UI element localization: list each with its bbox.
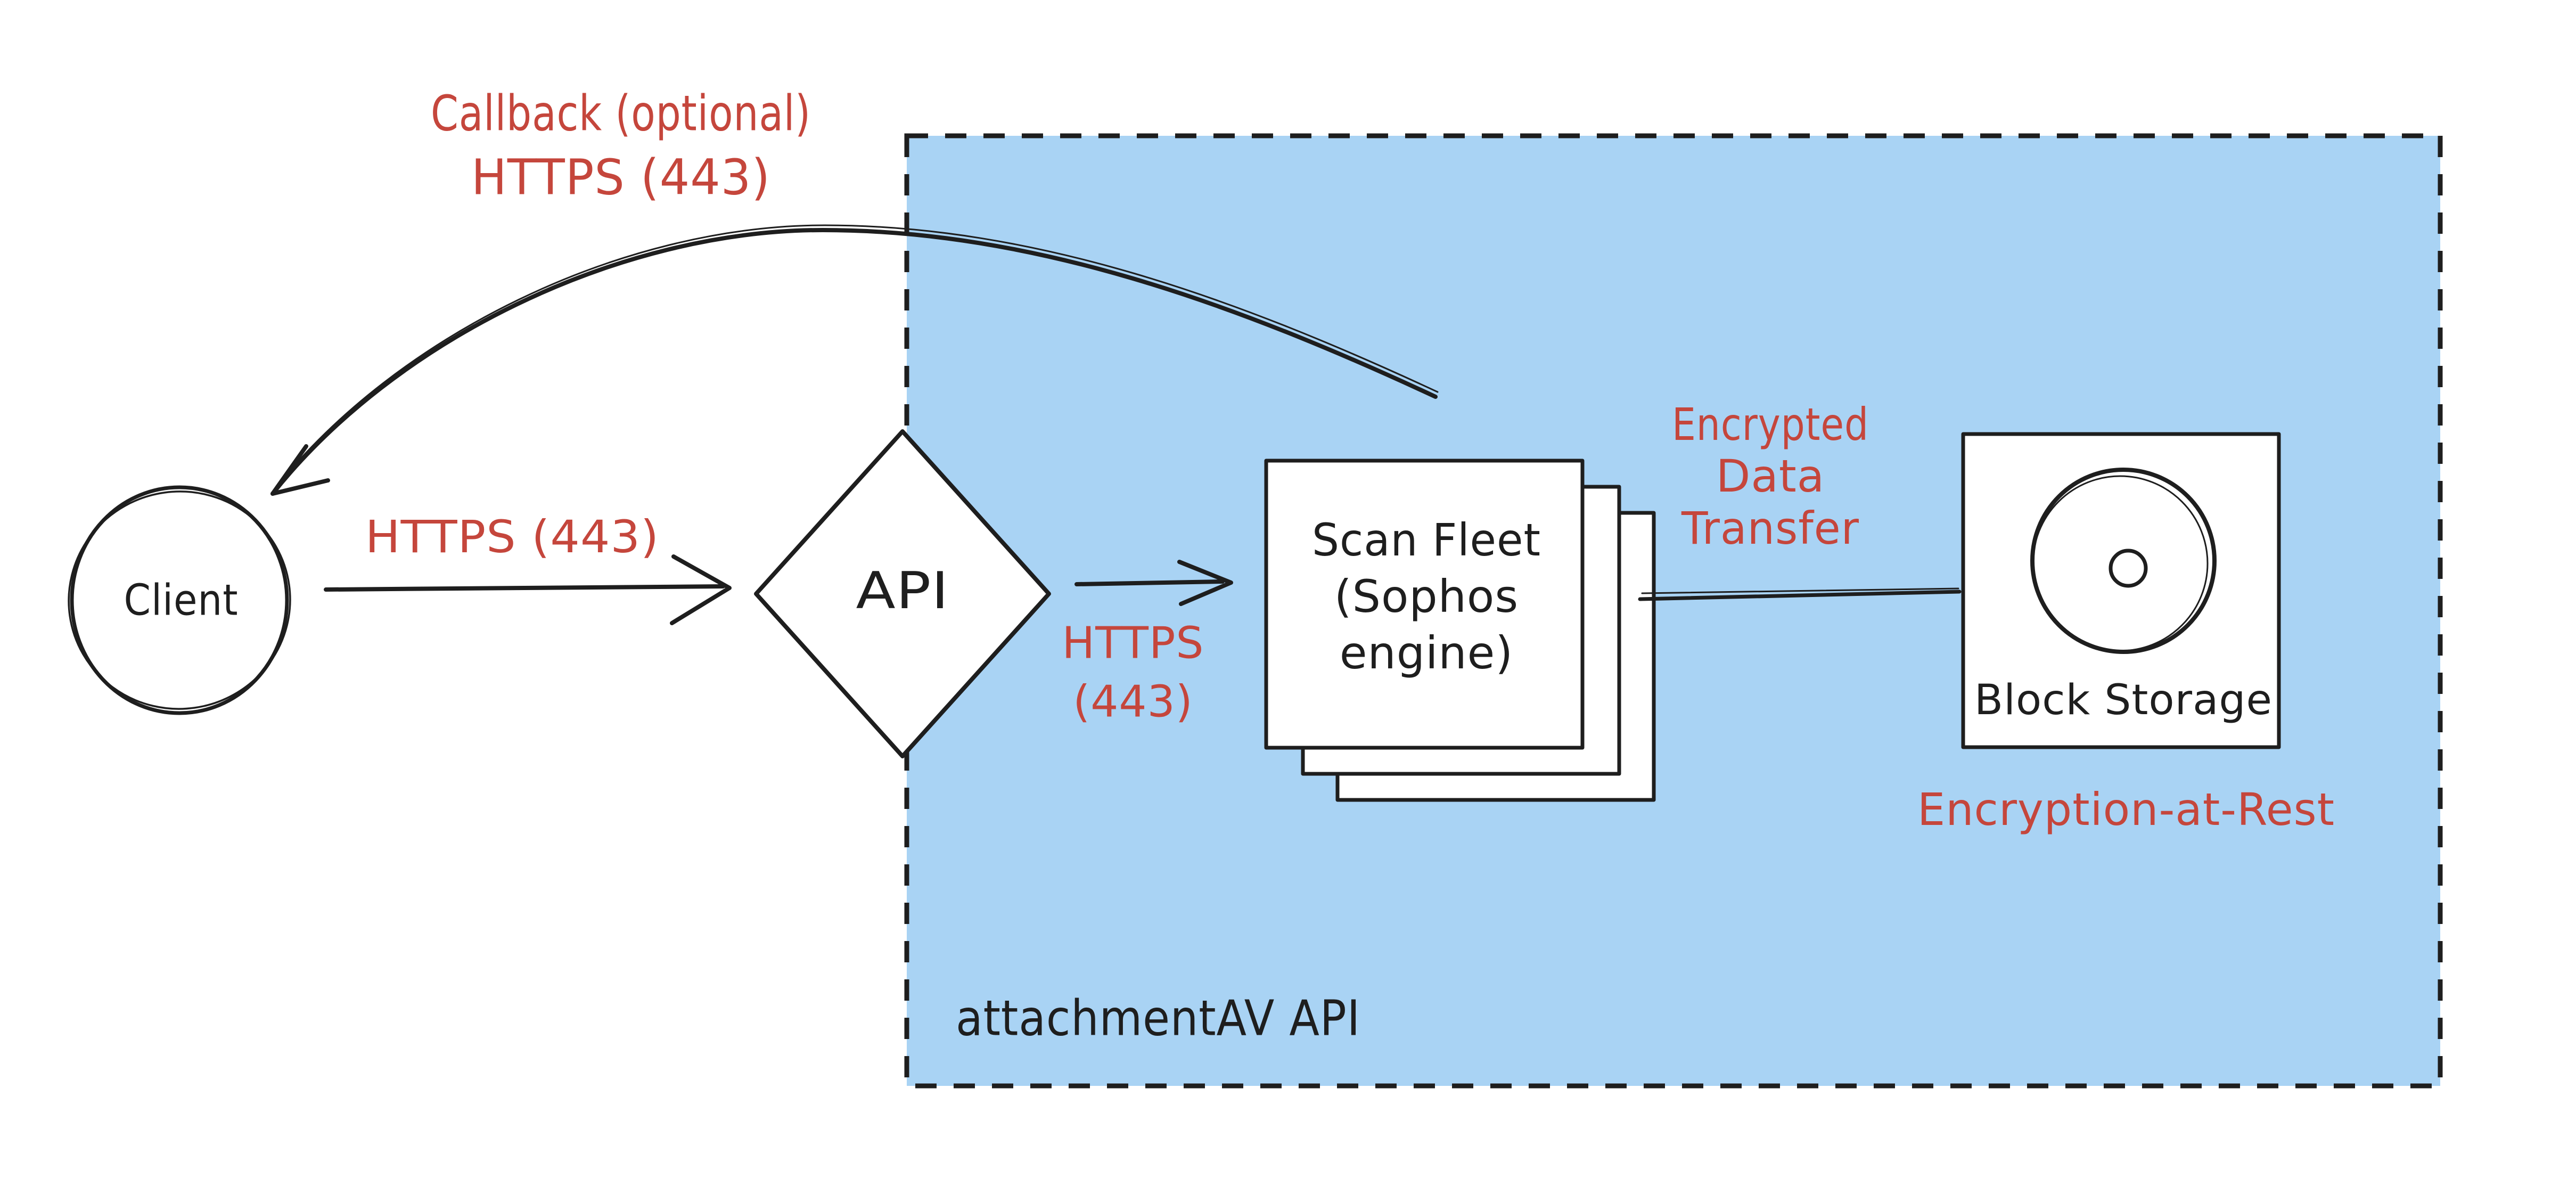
client-node: Client <box>68 485 291 715</box>
callback-curve <box>270 228 1438 496</box>
block-storage-node: Block Storage <box>1961 432 2281 749</box>
edge-client-to-api: HTTPS (443) <box>324 511 732 625</box>
api-label: API <box>856 562 949 620</box>
client-label: Client <box>124 576 239 625</box>
edge-scan-fleet-to-block-storage: Encrypted Data Transfer <box>1638 398 1962 601</box>
block-storage-label: Block Storage <box>1974 676 2273 724</box>
client-api-edge-label: HTTPS (443) <box>365 511 659 563</box>
scan-fleet-label-line3: engine) <box>1340 627 1513 679</box>
api-fleet-arrow-shaft <box>1074 579 1225 586</box>
edge-callback: Callback (optional) HTTPS (443) <box>270 85 1439 496</box>
client-circle <box>70 485 289 715</box>
disk-outer-circle-sketch-stroke <box>2032 475 2209 652</box>
api-fleet-arrowhead <box>1177 560 1233 606</box>
api-node: API <box>754 429 1051 758</box>
client-api-arrowhead <box>670 554 732 625</box>
scan-fleet-label-line2: (Sophos <box>1334 570 1519 623</box>
callback-edge-label-line1: Callback (optional) <box>431 85 811 142</box>
fleet-storage-line-sketch-stroke <box>1641 587 1959 594</box>
disk-inner-circle <box>2109 549 2148 588</box>
client-circle-sketch-stroke <box>68 490 291 710</box>
fleet-storage-line <box>1638 590 1962 601</box>
block-storage-box <box>1961 432 2281 749</box>
fleet-storage-edge-label-line2: Data <box>1716 450 1825 502</box>
disk-icon <box>2030 468 2217 654</box>
client-api-arrow-shaft <box>324 584 725 592</box>
callback-arrowhead <box>270 444 330 496</box>
api-fleet-edge-label-line2: (443) <box>1073 677 1193 727</box>
scan-fleet-node: Scan Fleet (Sophos engine) <box>1264 459 1656 802</box>
callback-curve-sketch-stroke <box>274 224 1439 490</box>
trust-boundary-label: attachmentAV API <box>956 990 1360 1047</box>
scan-fleet-front-card <box>1264 459 1585 750</box>
fleet-storage-edge-label-line3: Transfer <box>1681 502 1859 554</box>
encryption-at-rest-label: Encryption-at-Rest <box>1917 783 2335 836</box>
fleet-storage-edge-label-line1: Encrypted <box>1672 398 1869 451</box>
api-diamond <box>754 429 1051 758</box>
callback-edge-label-line2: HTTPS (443) <box>471 149 770 206</box>
edge-api-to-scan-fleet: HTTPS (443) <box>1062 560 1233 727</box>
api-fleet-edge-label-line1: HTTPS <box>1062 618 1204 669</box>
scan-fleet-label-line1: Scan Fleet <box>1312 514 1541 566</box>
